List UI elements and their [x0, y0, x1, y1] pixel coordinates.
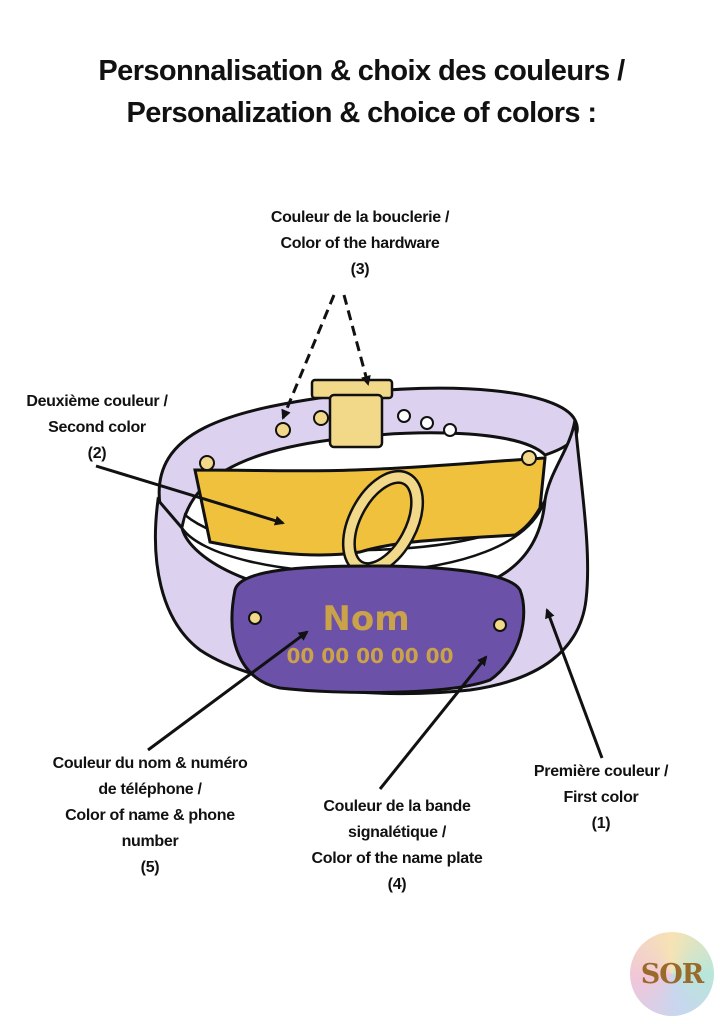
- arrow-name-plate: [378, 655, 488, 790]
- arrow-hardware-left: [281, 294, 336, 420]
- title-line-french: Personnalisation & choix des couleurs /: [98, 55, 625, 87]
- label-hardware: Couleur de la bouclerie / Color of the h…: [270, 209, 450, 278]
- arrow-first-color: [545, 608, 604, 759]
- title-line-english: Personalization & choice of colors :: [126, 97, 597, 129]
- brand-logo: SOR: [630, 932, 714, 1016]
- second-color-leather: [193, 456, 547, 557]
- label-first-color: Première couleur / First color (1): [533, 763, 669, 832]
- stud-right: [313, 410, 329, 426]
- rivet-left: [199, 455, 215, 471]
- logo-letters: SOR: [640, 958, 704, 990]
- strap-hole-3: [443, 423, 457, 437]
- label-name-text: Couleur du nom & numéro de téléphone / C…: [52, 755, 248, 876]
- plate-screw-right: [493, 618, 507, 632]
- stud-left: [275, 422, 291, 438]
- page-title: Personnalisation & choix des couleurs / …: [0, 50, 723, 134]
- plate-screw-left: [248, 611, 262, 625]
- plate-name-text: Nom: [322, 599, 409, 639]
- label-second-color: Deuxième couleur / Second color (2): [26, 393, 168, 462]
- strap-hole-1: [397, 409, 411, 423]
- arrow-second-color: [95, 464, 285, 526]
- label-name-plate: Couleur de la bande signalétique / Color…: [311, 798, 483, 893]
- strap-hole-2: [420, 416, 434, 430]
- rivet-right: [521, 450, 537, 466]
- buckle-keeper: [328, 393, 384, 449]
- name-plate: [230, 564, 526, 695]
- arrow-name-text: [147, 630, 309, 752]
- arrow-hardware-right: [342, 294, 371, 386]
- plate-phone-text: 00 00 00 00 00: [286, 644, 453, 668]
